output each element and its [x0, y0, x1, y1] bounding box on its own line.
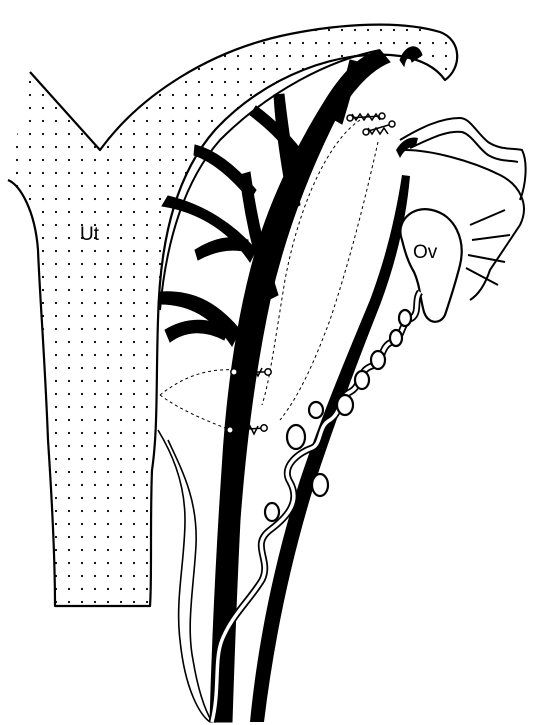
ovary-label: Ov — [413, 242, 438, 263]
ovary: Ov — [400, 209, 461, 322]
ligature-upper-2 — [363, 121, 395, 135]
ligature-upper-1 — [347, 113, 385, 121]
uterus-label: Ut — [80, 224, 100, 245]
ligament-fold — [158, 430, 212, 722]
main-vessel — [160, 47, 422, 722]
